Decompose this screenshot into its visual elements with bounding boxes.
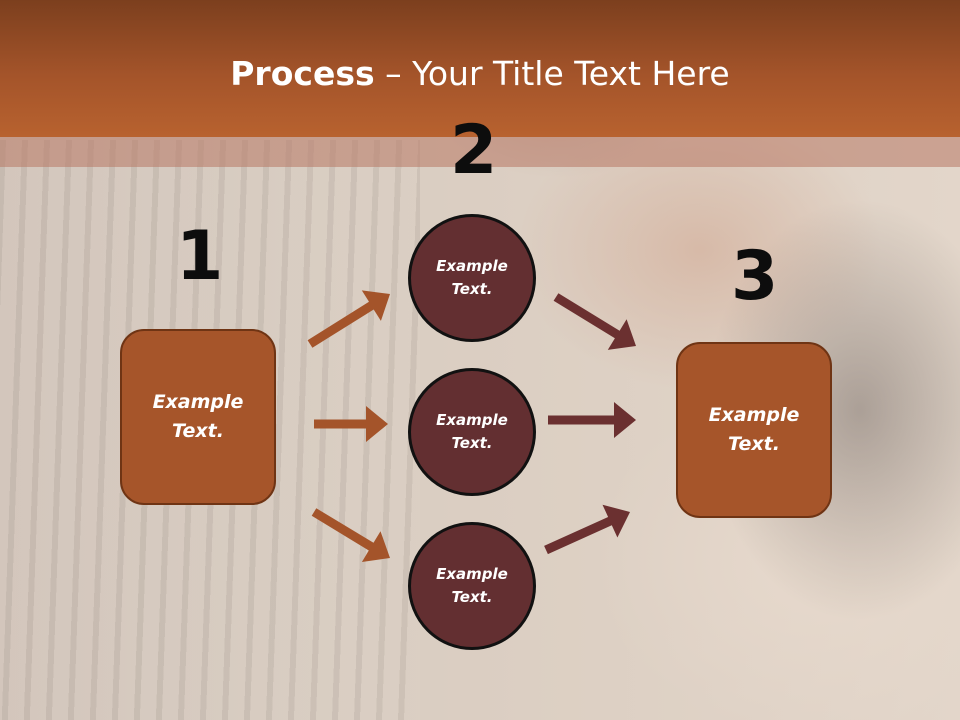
- arrow-to-bottom-circle: [311, 508, 390, 562]
- step-3-box[interactable]: Example Text.: [676, 342, 832, 518]
- slide-title-rest: – Your Title Text Here: [374, 54, 730, 93]
- step-3-label: Example Text.: [708, 404, 800, 455]
- arrow-to-top-circle: [307, 290, 390, 348]
- step-1-label: Example Text.: [152, 391, 244, 442]
- arrow-to-middle-circle: [314, 406, 388, 442]
- step-2-circle-middle[interactable]: Example Text.: [408, 368, 536, 496]
- step-2-circle-top[interactable]: Example Text.: [408, 214, 536, 342]
- step-2-circle-bottom[interactable]: Example Text.: [408, 522, 536, 650]
- circle-bottom-label: Example Text.: [436, 565, 508, 606]
- step-1-box[interactable]: Example Text.: [120, 329, 276, 505]
- arrow-from-middle-circle: [548, 402, 636, 438]
- title-bar-band: [0, 137, 960, 167]
- slide-title-bold: Process: [230, 54, 375, 93]
- step-number-3: 3: [731, 237, 779, 316]
- circle-middle-label: Example Text.: [436, 411, 508, 452]
- arrow-from-bottom-circle: [544, 504, 630, 555]
- circle-top-label: Example Text.: [436, 257, 508, 298]
- arrow-from-top-circle: [553, 293, 636, 350]
- step-number-2: 2: [450, 111, 498, 190]
- step-number-1: 1: [176, 217, 224, 296]
- slide-title[interactable]: Process – Your Title Text Here: [0, 52, 960, 96]
- title-bar: [0, 0, 960, 137]
